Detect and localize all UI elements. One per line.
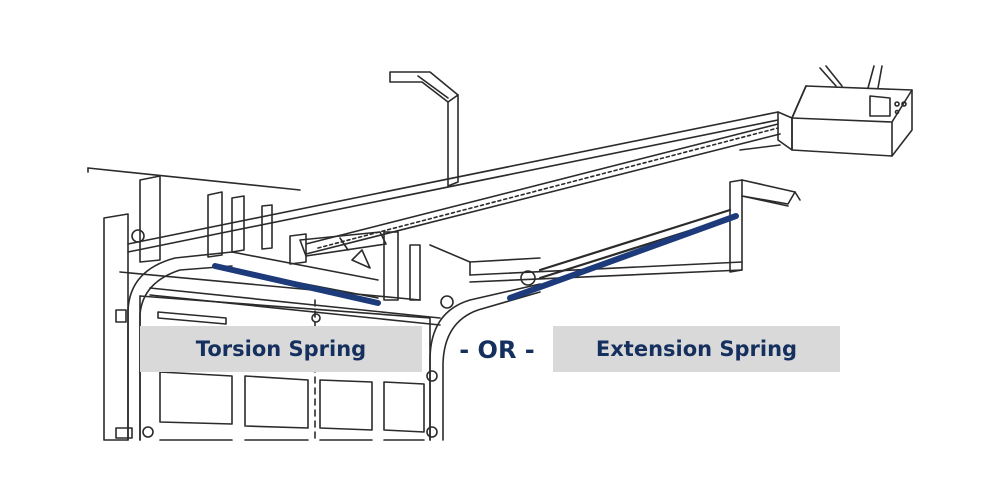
torsion-spring-highlight [212,263,381,306]
door-hinges [115,229,454,439]
ceiling-bracket [389,71,459,187]
wall-outline [87,144,781,276]
torsion-spring-label: Torsion Spring [140,326,422,372]
opener-rail [127,111,781,269]
opener-unit [777,65,913,157]
extension-spring-label: Extension Spring [553,326,840,372]
extension-spring-assembly [469,179,801,286]
extension-spring-highlight [507,213,739,301]
or-separator: - OR - [459,336,535,364]
